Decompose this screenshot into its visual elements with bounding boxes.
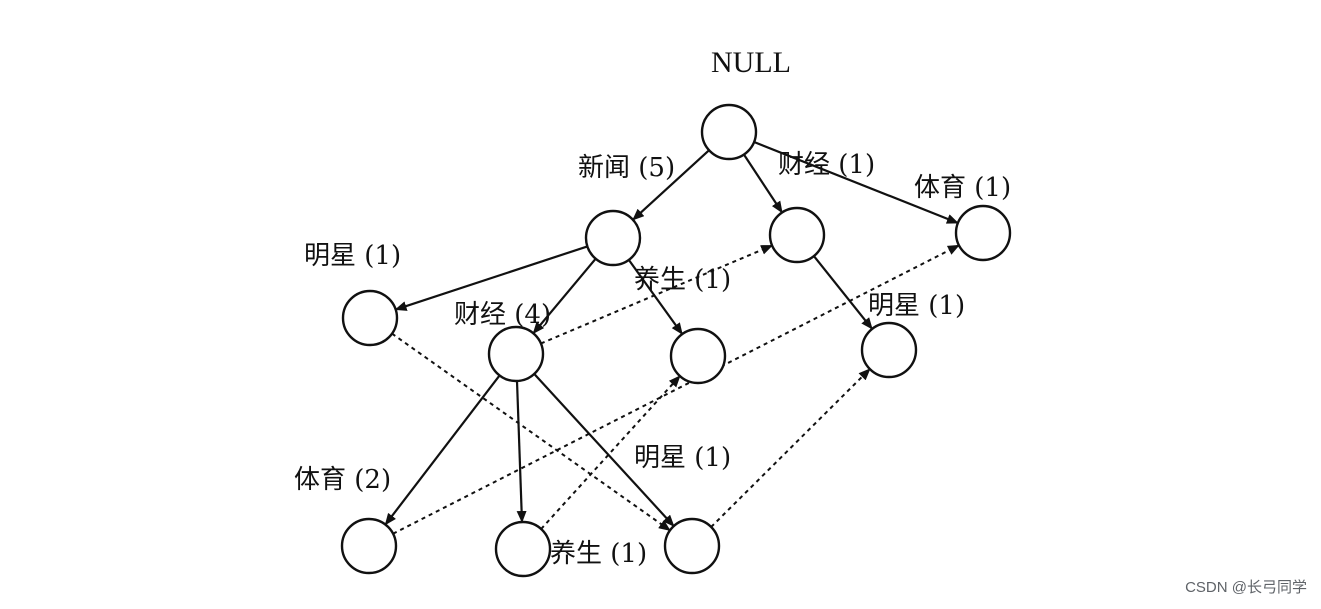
edge-star_bottom-to-star_right xyxy=(710,368,871,528)
node-label-star_left: 明星 (1) xyxy=(304,241,401,271)
node-label-finance_mid: 财经 (4) xyxy=(454,300,551,330)
node-health_bottom xyxy=(494,520,552,578)
edge-news-to-finance_mid xyxy=(532,257,597,335)
edge-finance_mid-to-sports_bottom xyxy=(384,374,501,526)
node-layer xyxy=(340,103,1012,578)
node-sports_top xyxy=(954,204,1012,262)
node-finance_top xyxy=(768,206,826,264)
node-label-star_right: 明星 (1) xyxy=(868,291,965,321)
watermark: CSDN @长弓同学 xyxy=(1185,579,1307,596)
edge-layer xyxy=(384,140,960,535)
node-news xyxy=(584,209,642,267)
node-label-health_mid: 养生 (1) xyxy=(634,265,731,295)
node-label-news: 新闻 (5) xyxy=(578,153,675,183)
node-root xyxy=(700,103,758,161)
edge-news-to-star_left xyxy=(394,245,588,311)
edge-root-to-finance_top xyxy=(742,153,784,214)
node-sports_bottom xyxy=(340,517,398,575)
label-layer: NULL 新闻 (5) 财经 (1) 体育 (1) 明星 (1) 养生 (1) 财经 (4… xyxy=(294,46,1011,569)
node-label-finance_top: 财经 (1) xyxy=(778,150,875,180)
edge-news-to-health_mid xyxy=(627,259,684,335)
edge-finance_mid-to-star_bottom xyxy=(533,373,675,527)
edge-finance_top-to-star_right xyxy=(813,255,873,330)
node-label-health_bottom: 养生 (1) xyxy=(550,539,647,569)
edge-star_left-to-star_bottom xyxy=(391,332,671,532)
edge-health_bottom-to-health_mid xyxy=(540,375,681,530)
node-label-star_bottom: 明星 (1) xyxy=(634,443,731,473)
node-star_bottom xyxy=(663,517,721,575)
edge-sports_bottom-to-sports_top xyxy=(392,244,960,535)
edge-finance_mid-to-finance_top xyxy=(540,244,774,345)
edge-finance_mid-to-health_bottom xyxy=(515,380,527,523)
root-label: NULL xyxy=(711,46,791,79)
edge-root-to-sports_top xyxy=(753,140,959,225)
edge-root-to-news xyxy=(632,149,710,221)
node-finance_mid xyxy=(487,325,545,383)
node-star_right xyxy=(860,321,918,379)
node-label-sports_bottom: 体育 (2) xyxy=(294,465,391,495)
node-star_left xyxy=(341,289,399,347)
node-health_mid xyxy=(669,327,727,385)
node-label-sports_top: 体育 (1) xyxy=(914,173,1011,203)
